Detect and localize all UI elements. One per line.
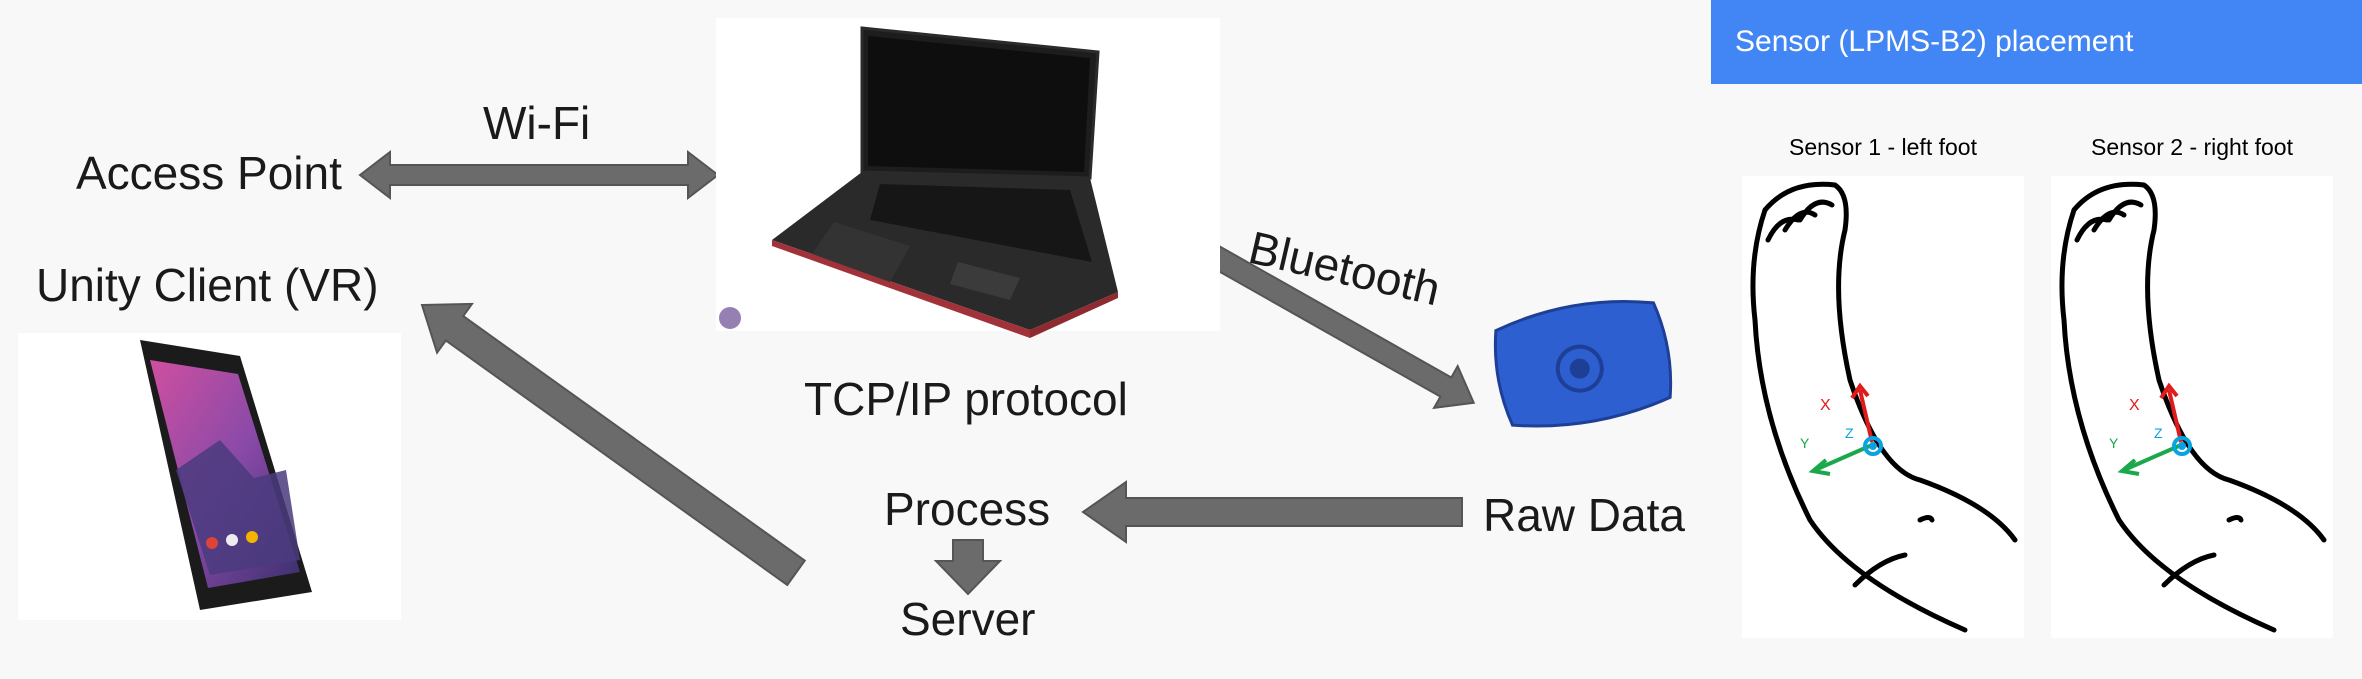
sensor-2-title: Sensor 2 - right foot xyxy=(2091,134,2293,160)
sensor-device-icon xyxy=(1493,299,1673,428)
laptop-icon xyxy=(716,18,1220,338)
axis-z-label-1: Z xyxy=(1845,425,1854,441)
panel-header: Sensor (LPMS-B2) placement xyxy=(1711,0,2362,84)
access-point-label: Access Point xyxy=(76,147,342,199)
server-to-client-arrow xyxy=(420,302,807,587)
raw-data-label: Raw Data xyxy=(1483,489,1685,541)
wifi-label: Wi-Fi xyxy=(483,97,591,149)
wifi-arrow xyxy=(358,149,720,201)
foot-diagram-icon xyxy=(1742,176,2333,638)
axis-z-label-2: Z xyxy=(2154,425,2163,441)
axis-y-label-1: Y xyxy=(1800,435,1810,451)
axis-x-label-1: X xyxy=(1820,397,1831,414)
process-to-server-arrow xyxy=(933,539,1003,596)
unity-client-label: Unity Client (VR) xyxy=(36,259,379,311)
axis-x-label-2: X xyxy=(2129,397,2140,414)
raw-to-process-arrow xyxy=(1081,480,1463,544)
axis-y-label-2: Y xyxy=(2109,435,2119,451)
process-label: Process xyxy=(884,483,1051,535)
sensor-1-title: Sensor 1 - left foot xyxy=(1789,134,1977,160)
tcp-ip-label: TCP/IP protocol xyxy=(804,373,1128,425)
server-label: Server xyxy=(900,593,1036,645)
smartphone-icon xyxy=(18,333,401,620)
